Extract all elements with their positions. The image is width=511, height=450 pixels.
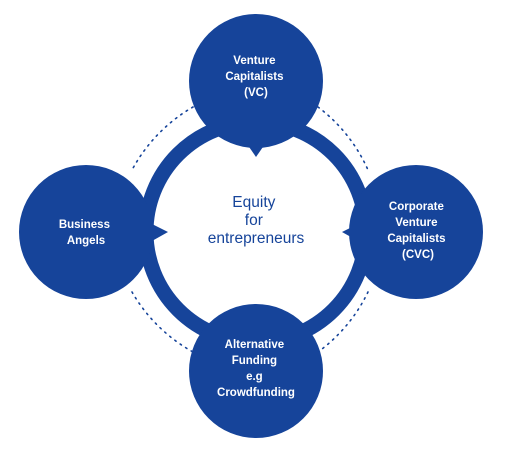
svg-text:Corporate Venture: Corporate Venture Capitalists (CVC)	[387, 201, 448, 261]
node-label-line: Alternative	[225, 339, 284, 351]
dotted-arc-bottom-right	[317, 291, 369, 353]
center-title-line: for	[245, 212, 263, 229]
node-circle	[19, 165, 153, 299]
arrow-left	[152, 224, 168, 241]
node-label-line: (VC)	[244, 87, 268, 99]
node-label-line: e.g	[246, 371, 263, 383]
node-alternative-funding: Alternative Funding e.g Crowdfunding	[189, 304, 323, 438]
dotted-arc-top-left	[131, 106, 194, 171]
node-label-line: Corporate	[389, 201, 444, 213]
node-venture-capitalists: Venture Capitalists (VC)	[189, 14, 323, 148]
node-label-line: Funding	[232, 355, 277, 367]
node-label-line: Venture	[395, 217, 437, 229]
node-label-line: Crowdfunding	[217, 387, 295, 399]
node-business-angels: Business Angels	[19, 165, 153, 299]
node-circle	[189, 304, 323, 438]
node-label-line: Business	[59, 219, 110, 231]
svg-text:Alternative Funding: Alternative Funding e.g Crowdfunding	[217, 339, 295, 399]
node-label-line: Angels	[67, 235, 105, 247]
node-label-line: (CVC)	[402, 249, 434, 261]
center-title-line: entrepreneurs	[208, 230, 305, 247]
dotted-connectors	[131, 106, 369, 353]
node-circle	[349, 165, 483, 299]
svg-text:Venture Capitalists: Venture Capitalists (VC)	[225, 55, 286, 99]
center-title: Equity for entrepreneurs	[208, 194, 305, 247]
node-label-line: Capitalists	[387, 233, 445, 245]
dotted-arc-bottom-left	[131, 291, 194, 353]
node-label-line: Venture	[233, 55, 275, 67]
node-corporate-venture-capitalists: Corporate Venture Capitalists (CVC)	[349, 165, 483, 299]
dotted-arc-top-right	[317, 106, 369, 171]
svg-text:Business Angels: Business Angels	[59, 219, 113, 247]
center-title-line: Equity	[232, 194, 275, 211]
node-circle	[189, 14, 323, 148]
node-label-line: Capitalists	[225, 71, 283, 83]
